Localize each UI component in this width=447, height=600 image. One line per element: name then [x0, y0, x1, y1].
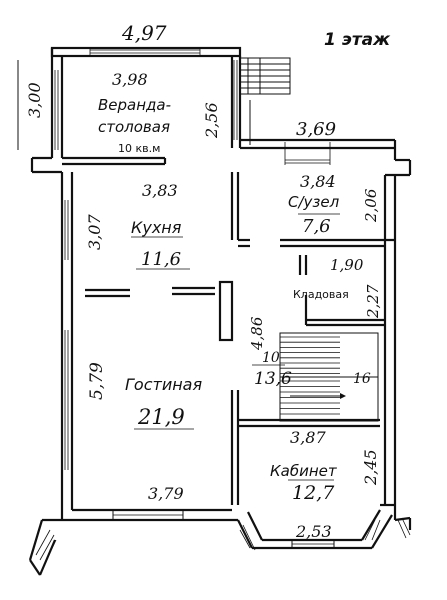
hall-area: 13,6 — [254, 369, 292, 389]
veranda-name-line2: столовая — [98, 118, 170, 136]
living-width-label: 3,79 — [148, 484, 184, 503]
kitchen-width-label: 3,83 — [142, 181, 178, 200]
stairs-label: 16 — [353, 371, 371, 387]
storage-name: Кладовая — [293, 288, 349, 301]
living-area: 21,9 — [137, 405, 185, 429]
living-name: Гостиная — [125, 375, 202, 394]
office-width-label: 3,87 — [290, 428, 326, 447]
staircase — [279, 332, 379, 422]
floor-title: 1 этаж — [324, 30, 391, 50]
dimension-lines — [17, 60, 251, 150]
office-area: 12,7 — [292, 482, 335, 504]
office-depth-label: 2,45 — [361, 449, 380, 486]
top-width-label: 4,97 — [121, 21, 167, 45]
kitchen-area: 11,6 — [141, 249, 181, 270]
bay-width-label: 2,53 — [295, 522, 332, 541]
right-top-label: 3,69 — [296, 119, 336, 140]
veranda-side-label: 2,56 — [202, 102, 221, 139]
kitchen-depth-label: 3,07 — [85, 214, 104, 250]
office-name: Кабинет — [270, 462, 338, 480]
storage-width-label: 1,90 — [330, 256, 364, 274]
hall-number: 10 — [262, 350, 280, 366]
bathroom-width-label: 3,84 — [300, 172, 336, 191]
entrance-steps — [239, 57, 291, 95]
veranda-name-line1: Веранда- — [98, 96, 171, 114]
bathroom-depth-label: 2,06 — [362, 188, 380, 223]
storage-depth-label: 2,27 — [364, 284, 382, 319]
bathroom-name: С/узел — [288, 193, 340, 211]
hall-depth-label: 4,86 — [248, 316, 266, 351]
bathroom-area: 7,6 — [302, 216, 331, 237]
veranda-area: 10 кв.м — [118, 142, 160, 155]
kitchen-name: Кухня — [131, 218, 182, 237]
veranda-width-label: 3,98 — [112, 70, 148, 89]
left-height-label: 3,00 — [25, 82, 44, 118]
living-depth-label: 5,79 — [87, 362, 107, 400]
walls — [28, 46, 412, 576]
windows — [35, 48, 411, 566]
